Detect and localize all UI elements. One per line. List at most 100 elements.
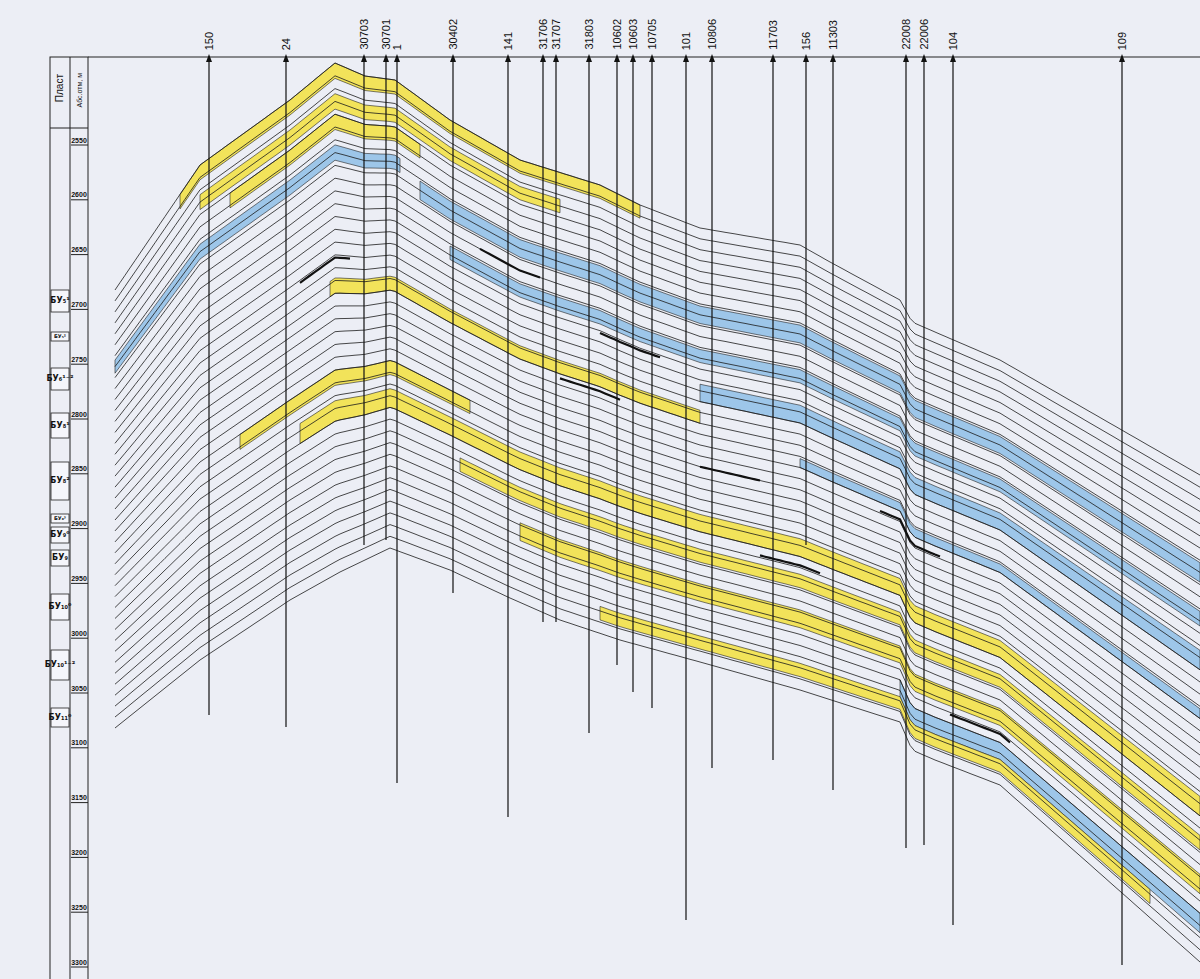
correlation-line: [115, 165, 1200, 572]
depth-label: 2750: [71, 356, 87, 363]
depth-label: 3250: [71, 904, 87, 911]
layer-name: БУ₅²: [54, 334, 66, 339]
shale-lens: [560, 378, 620, 399]
well-head: [921, 54, 927, 62]
depth-label: 3000: [71, 630, 87, 637]
depth-label: 2950: [71, 575, 87, 582]
well-line: [285, 57, 286, 727]
reservoir-band: [180, 63, 640, 218]
well-line: [555, 57, 556, 622]
scale-divider: [50, 128, 88, 129]
depth-tick: [71, 528, 88, 529]
correlation-line: [115, 204, 1200, 609]
shale-lens: [300, 258, 350, 283]
well-head: [803, 54, 809, 62]
depth-label: 2650: [71, 246, 87, 253]
well-number: 11303: [828, 20, 839, 50]
depth-tick: [71, 638, 88, 639]
column-header: Абс.отм, м: [76, 73, 83, 108]
shale-lens: [950, 715, 1010, 743]
depth-label: 3200: [71, 849, 87, 856]
well-line: [632, 57, 633, 692]
well-head: [383, 54, 389, 62]
well-line: [363, 57, 364, 545]
correlation-line: [115, 242, 1200, 645]
depth-tick: [71, 254, 88, 255]
well-head: [361, 54, 367, 62]
well-line: [685, 57, 686, 920]
depth-label: 2900: [71, 520, 87, 527]
well-head: [630, 54, 636, 62]
reservoir-band: [115, 145, 400, 373]
well-line: [952, 57, 953, 925]
layer-box: [51, 514, 69, 523]
well-line: [832, 57, 833, 790]
depth-label: 2600: [71, 191, 87, 198]
correlation-line: [115, 396, 1200, 804]
correlation-line: [115, 478, 1200, 889]
correlation-line: [115, 489, 1200, 901]
depth-tick: [71, 199, 88, 200]
shale-lens: [760, 555, 820, 573]
well-number: 1: [392, 44, 403, 50]
well-line: [772, 57, 773, 760]
correlation-line: [115, 431, 1200, 841]
correlation-line: [115, 101, 1200, 511]
layer-name: БУ₉⁰: [50, 531, 69, 539]
well-head: [903, 54, 909, 62]
well-number: 109: [1117, 32, 1128, 50]
well-line: [208, 57, 209, 715]
well-head: [505, 54, 511, 62]
well-number: 10806: [707, 19, 718, 50]
well-head: [586, 54, 592, 62]
shale-lens: [600, 333, 660, 357]
well-head: [614, 54, 620, 62]
layer-name: БУ₈¹: [50, 422, 69, 430]
well-number: 150: [204, 32, 215, 50]
well-number: 10603: [628, 19, 639, 50]
depth-tick: [71, 473, 88, 474]
well-line: [616, 57, 617, 665]
well-number: 10705: [647, 19, 658, 50]
well-number: 11703: [768, 20, 779, 50]
correlation-line: [115, 419, 1200, 828]
well-number: 156: [801, 32, 812, 50]
well-number: 22006: [919, 19, 930, 50]
depth-tick: [71, 967, 88, 968]
well-number: 141: [503, 32, 514, 50]
well-line: [542, 57, 543, 622]
depth-label: 3050: [71, 685, 87, 692]
well-line: [1121, 57, 1122, 965]
depth-tick: [71, 419, 88, 420]
correlation-line: [115, 290, 1200, 694]
depth-label: 3100: [71, 739, 87, 746]
well-number: 101: [681, 32, 692, 50]
correlation-line: [115, 501, 1200, 913]
shale-lens: [700, 467, 760, 481]
scale-divider: [70, 57, 71, 979]
correlation-line: [115, 191, 1200, 597]
correlation-line: [115, 443, 1200, 853]
layer-name: БУ₁₀⁰: [49, 603, 72, 611]
correlation-line: [115, 255, 1200, 658]
depth-tick: [71, 583, 88, 584]
well-number: 30703: [359, 19, 370, 50]
depth-tick: [71, 693, 88, 694]
well-line: [805, 57, 806, 545]
well-number: 30701: [381, 19, 392, 50]
layer-box: [51, 413, 69, 438]
well-head: [394, 54, 400, 62]
well-head: [206, 54, 212, 62]
correlation-line: [115, 466, 1200, 877]
depth-tick: [71, 857, 88, 858]
column-header: Пласт: [55, 74, 65, 102]
well-head: [770, 54, 776, 62]
layer-name: БУ₅¹: [50, 297, 69, 305]
well-head: [540, 54, 546, 62]
depth-label: 3150: [71, 794, 87, 801]
depth-tick: [71, 309, 88, 310]
well-head: [830, 54, 836, 62]
well-head: [553, 54, 559, 62]
well-head: [683, 54, 689, 62]
